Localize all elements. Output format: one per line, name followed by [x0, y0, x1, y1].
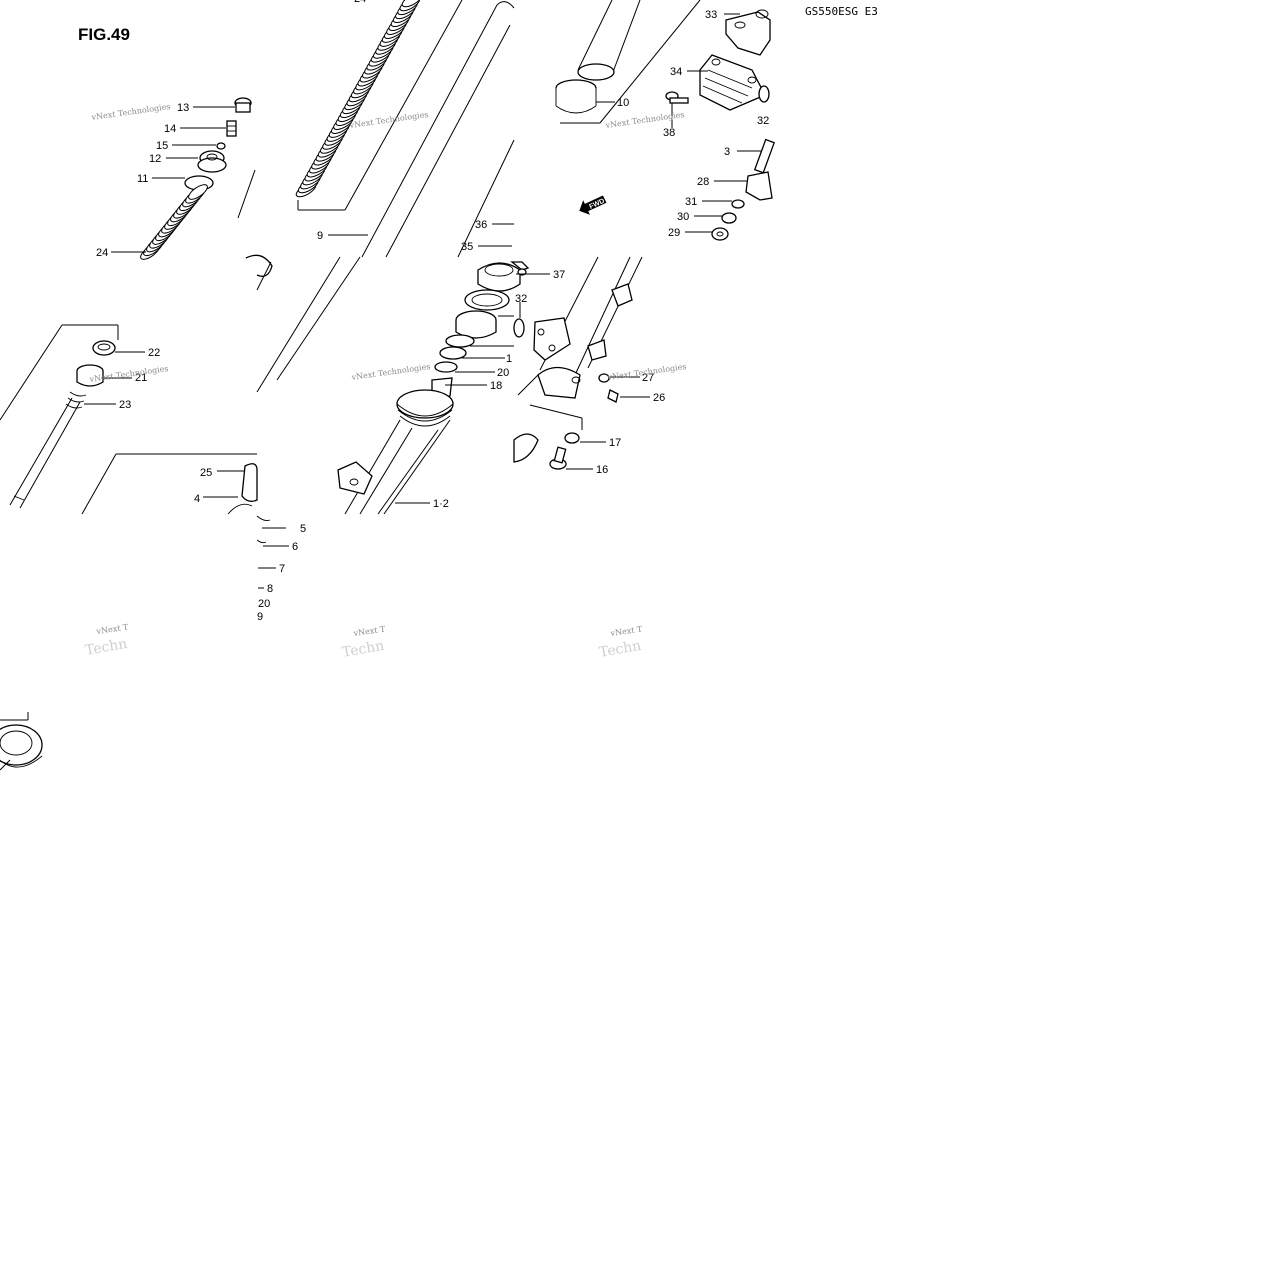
callout-13: 13 — [177, 102, 189, 114]
watermark-text-faded: Techn — [84, 636, 129, 659]
tile-lower-left: 5 6 7 8 20 9 vNext T Techn vNext T Techn… — [0, 515, 643, 771]
callout-1: 1 — [506, 353, 512, 365]
callout-21: 21 — [135, 372, 147, 384]
watermark-text-short: vNext T — [352, 625, 386, 639]
figure-title: FIG.49 — [78, 25, 130, 44]
watermark-text-faded: Techn — [341, 638, 386, 661]
callout-3: 3 — [724, 146, 730, 158]
callout-7: 7 — [279, 563, 285, 575]
callout-23: 23 — [119, 399, 131, 411]
handlebar-holder-part — [725, 9, 771, 56]
holder-cap-part — [699, 54, 766, 111]
watermark-text-faded: Techn — [598, 638, 643, 661]
cap-bolt-part — [234, 97, 252, 113]
damper-rod-part — [9, 364, 104, 509]
callout-clipped: 24 — [354, 0, 366, 5]
callout-27: 27 — [642, 372, 654, 384]
guide-bushing-part — [439, 346, 467, 360]
drain-bolt-part — [549, 446, 567, 470]
callout-26: 26 — [653, 392, 665, 404]
callout-29: 29 — [668, 227, 680, 239]
dust-seal-part — [477, 262, 521, 292]
callout-20a: 20 — [497, 367, 509, 379]
callout-4: 4 — [194, 493, 200, 505]
callout-10: 10 — [617, 97, 629, 109]
tile-top-middle: 9 36 35 vNext Technologies — [295, 0, 515, 258]
washer-20-part — [434, 361, 458, 373]
spring-24-part — [140, 184, 208, 260]
washer-32-part — [758, 85, 770, 103]
tile-top-right: 10 33 34 38 32 3 28 31 30 29 FWD vNext T… — [555, 0, 776, 241]
spring-coil — [401, 0, 423, 8]
callout-24: 24 — [96, 247, 108, 259]
fork-spring-part — [295, 0, 423, 198]
spacer-ring-part — [445, 334, 475, 348]
callout-9b: 9 — [257, 611, 263, 623]
callout-30: 30 — [677, 211, 689, 223]
callout-12: 12 — [149, 153, 161, 165]
callout-28: 28 — [697, 176, 709, 188]
tile-center: 37 32 1 20 18 1·2 vNext Technologies — [256, 256, 565, 515]
tile-center-right: 27 26 17 16 vNext Technologies — [513, 256, 687, 476]
callout-32a: 32 — [757, 115, 769, 127]
callout-6: 6 — [292, 541, 298, 553]
callout-22: 22 — [148, 347, 160, 359]
lower-seal-part — [0, 712, 43, 771]
seal-part — [92, 340, 116, 356]
callout-20b: 20 — [258, 598, 270, 610]
oil-seal-part — [455, 310, 497, 339]
callout-11: 11 — [137, 173, 148, 185]
callout-17: 17 — [609, 437, 621, 449]
callout-37: 37 — [553, 269, 565, 281]
bushing-part — [555, 79, 597, 114]
watermark-text: vNext Technologies — [348, 110, 429, 130]
bracket-part — [745, 171, 773, 201]
valve-part — [226, 120, 237, 137]
callout-5: 5 — [300, 523, 306, 535]
watermark-text: vNext Technologies — [90, 102, 171, 122]
callout-14: 14 — [164, 123, 176, 135]
watermark-text-short: vNext T — [95, 623, 129, 637]
callout-1-2: 1·2 — [433, 498, 449, 510]
callout-8: 8 — [267, 583, 273, 595]
fwd-label: FWD — [588, 198, 605, 211]
tile-middle-left: 22 21 23 25 4 vNext Technologies — [0, 254, 273, 515]
callout-18: 18 — [490, 380, 502, 392]
model-code: GS550ESG E3 — [805, 5, 878, 18]
outer-tube-top-part — [577, 0, 641, 81]
callout-16: 16 — [596, 464, 608, 476]
gasket-17-part — [564, 432, 580, 444]
stopper-ring-part — [464, 289, 510, 311]
callout-32b: 32 — [515, 293, 527, 305]
fwd-arrow-icon: FWD — [579, 195, 607, 215]
watermark-text: vNext Technologies — [350, 362, 431, 382]
o-ring-part — [216, 142, 226, 150]
callout-38: 38 — [663, 127, 675, 139]
callout-31: 31 — [685, 196, 697, 208]
watermark-text-short: vNext T — [609, 625, 643, 639]
outer-tube-part — [337, 377, 454, 515]
callout-34: 34 — [670, 66, 682, 78]
callout-9: 9 — [317, 230, 323, 242]
callout-15: 15 — [156, 140, 168, 152]
fork-leg-part — [517, 256, 643, 399]
bolt-38-part — [665, 91, 689, 104]
tile-top-left: 13 14 15 12 11 24 vNext Technologies — [90, 97, 256, 260]
callout-33: 33 — [705, 9, 717, 21]
callout-36: 36 — [475, 219, 487, 231]
spring-coil — [188, 184, 208, 200]
spacer-part — [197, 150, 227, 173]
callout-35: 35 — [461, 241, 473, 253]
callout-25: 25 — [200, 467, 212, 479]
